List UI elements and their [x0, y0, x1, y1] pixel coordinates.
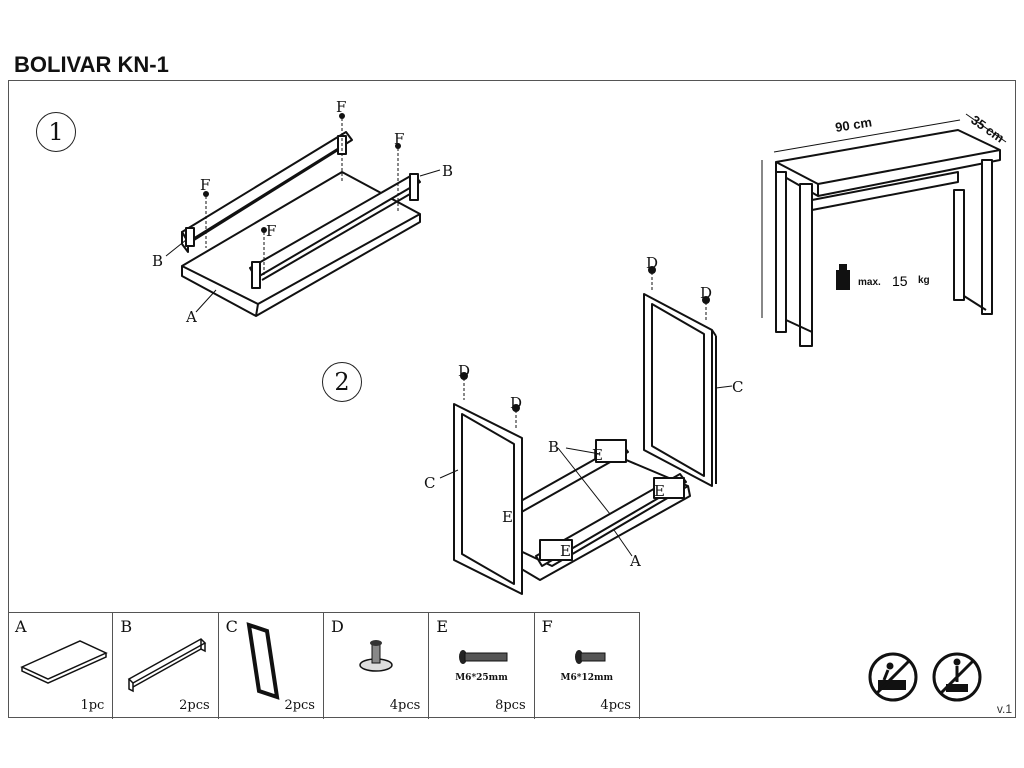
no-standing-icon — [932, 652, 982, 702]
short-bolt-icon — [574, 650, 606, 664]
label-e-1: E — [592, 446, 603, 464]
part-letter: D — [330, 617, 344, 636]
part-qty: 4pcs — [600, 698, 631, 713]
label-b-2: B — [442, 162, 453, 180]
label-a-1: A — [185, 308, 197, 326]
load-prefix: max. — [858, 277, 881, 288]
part-qty: 2pcs — [179, 698, 210, 713]
part-qty: 8pcs — [495, 698, 526, 713]
load-value: 15 — [892, 273, 908, 289]
label-f-2: F — [200, 176, 210, 194]
part-qty: 1pc — [80, 698, 105, 713]
part-letter: F — [541, 617, 553, 636]
step-1-number: 1 — [36, 112, 76, 152]
console-sketch — [775, 129, 1001, 347]
part-b: B 2pcs — [113, 613, 219, 719]
parts-list: A 1pc B 2pcs C 2pcs D 4pcs E — [8, 612, 640, 719]
instruction-frame — [8, 80, 1016, 718]
panel-icon — [20, 640, 108, 684]
step2-frame-c-left — [453, 403, 523, 595]
part-letter: C — [225, 617, 238, 636]
label-d-3: D — [646, 254, 658, 272]
load-unit: kg — [918, 275, 930, 286]
part-d: D 4pcs — [324, 613, 430, 719]
label-c-1: C — [424, 474, 435, 492]
label-d-1: D — [458, 362, 470, 380]
part-e: E M6*25mm 8pcs — [429, 613, 535, 719]
label-d-2: D — [510, 394, 522, 412]
label-d-4: D — [700, 284, 712, 302]
part-qty: 4pcs — [389, 698, 421, 713]
width-dimension: 90 cm — [834, 114, 873, 135]
label-f-1: F — [336, 98, 346, 116]
part-c: C 2pcs — [219, 613, 324, 719]
leveling-foot-icon — [359, 640, 393, 672]
label-f-3: F — [394, 130, 404, 148]
frame-icon — [246, 622, 280, 700]
label-f-4: F — [266, 222, 276, 240]
rail-icon — [128, 638, 207, 693]
version-label: v.1 — [996, 702, 1012, 716]
label-c-2: C — [732, 378, 743, 396]
label-e-2: E — [654, 482, 665, 500]
label-b-1: B — [152, 252, 163, 270]
step2-frame-c-right — [643, 293, 717, 487]
step-2-number: 2 — [322, 362, 362, 402]
no-climbing-icon — [868, 652, 918, 702]
label-e-3: E — [502, 508, 513, 526]
step1-rail-b-right — [249, 173, 421, 289]
part-size: M6*25mm — [455, 673, 508, 683]
long-bolt-icon — [459, 650, 508, 664]
weight-icon — [836, 270, 850, 290]
part-qty: 2pcs — [284, 698, 315, 713]
part-letter: A — [15, 617, 27, 636]
step2-rail-b-front — [535, 473, 687, 567]
part-f: F M6*12mm 4pcs — [535, 613, 640, 719]
part-size: M6*12mm — [560, 673, 614, 683]
page-title: BOLIVAR KN-1 — [14, 52, 169, 77]
label-e-4: E — [560, 542, 571, 560]
part-a: A 1pc — [8, 613, 114, 719]
part-letter: E — [436, 617, 448, 636]
label-a-2: A — [629, 552, 641, 570]
label-b-3: B — [548, 438, 559, 456]
part-letter: B — [120, 617, 133, 636]
